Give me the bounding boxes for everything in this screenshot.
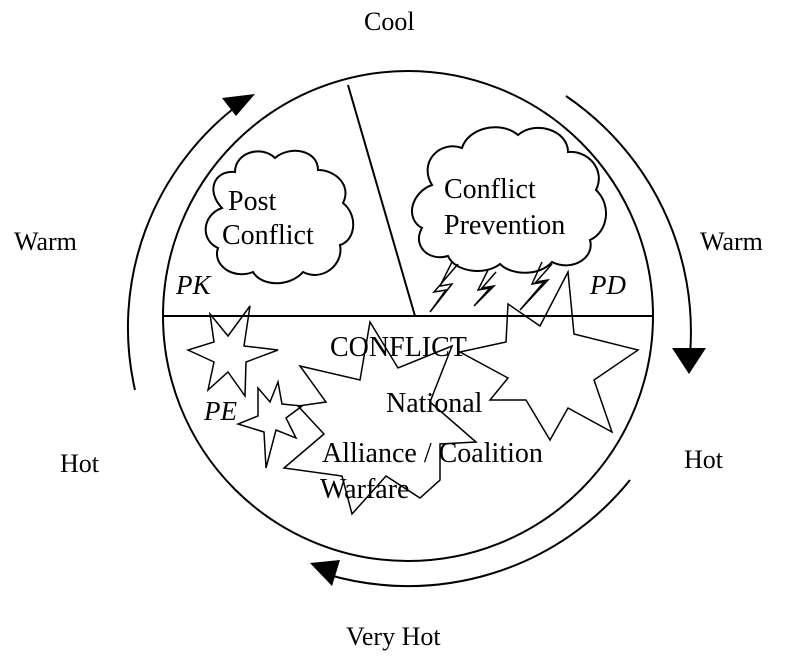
post-conflict-line1: Post — [228, 186, 276, 217]
star-pe-icon — [235, 379, 304, 469]
label-cool: Cool — [364, 7, 415, 36]
post-conflict-cloud-icon — [204, 149, 355, 285]
label-pd: PD — [589, 270, 626, 300]
label-hot-left: Hot — [60, 449, 100, 478]
upper-left-arc — [126, 101, 243, 391]
bottom-arrowhead-icon — [310, 560, 340, 586]
label-warm-left: Warm — [14, 227, 77, 256]
label-hot-right: Hot — [684, 445, 724, 474]
right-arrowhead-icon — [672, 348, 706, 374]
star-alliance-icon — [282, 319, 478, 516]
lightning-bolt-icon — [429, 261, 459, 313]
lightning-bolt-icon — [519, 261, 553, 311]
label-warm-right: Warm — [700, 227, 763, 256]
conflict-prevention-line1: Conflict — [444, 174, 536, 205]
star-national-icon — [457, 269, 640, 442]
label-pe: PE — [203, 396, 237, 426]
lightning-bolt-icon — [473, 269, 497, 307]
label-alliance-coalition: Alliance / Coalition — [322, 438, 543, 469]
conflict-prevention-cloud-icon — [411, 126, 608, 274]
diagonal-divider — [347, 84, 416, 317]
label-conflict: CONFLICT — [330, 332, 467, 363]
label-very-hot: Very Hot — [346, 622, 441, 651]
star-pk-icon — [185, 305, 279, 399]
right-arc — [565, 95, 692, 356]
label-pk: PK — [175, 270, 212, 300]
upper-left-arrowhead-icon — [222, 94, 255, 116]
label-warfare: Warfare — [320, 474, 409, 505]
conflict-prevention-line2: Prevention — [444, 210, 565, 241]
bottom-arc — [325, 479, 631, 588]
post-conflict-line2: Conflict — [222, 220, 314, 251]
label-national: National — [386, 388, 483, 419]
